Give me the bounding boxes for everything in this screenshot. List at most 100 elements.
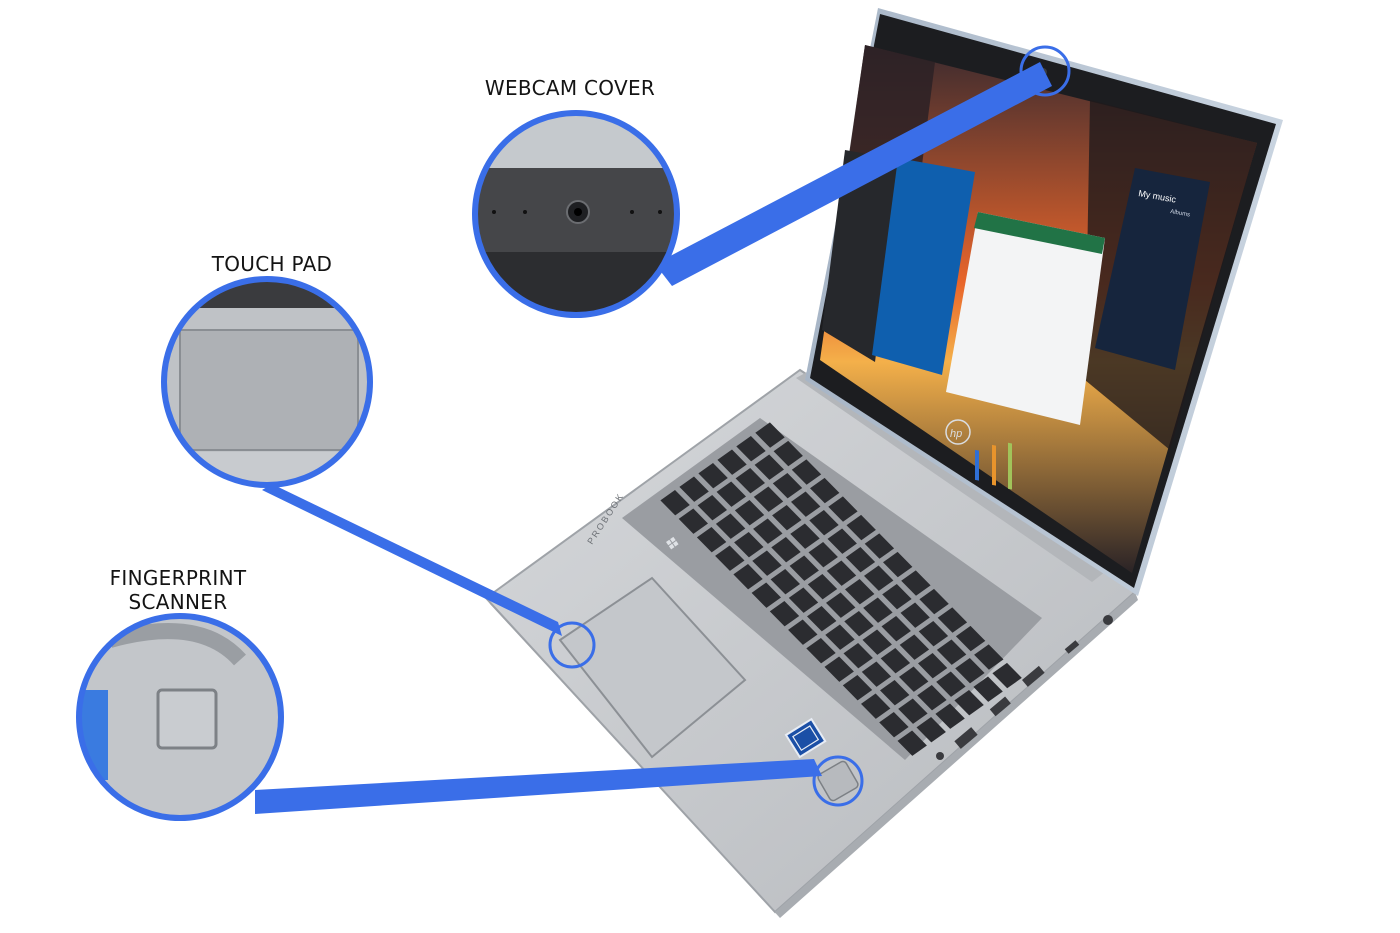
keyboard-key [937,607,968,633]
keyboard-key [678,508,708,534]
keyboard-key [791,459,822,485]
keyboard-key [734,532,764,558]
touchpad [558,576,747,759]
keyboard-key [788,619,818,645]
keyboard-key [827,528,857,554]
webcam-zoom-circle [472,110,680,318]
fingerprint-zoom-circle [76,613,284,821]
hp-logo-icon [945,419,971,445]
keyboard-key [881,616,911,642]
keyboard [622,418,1042,760]
keyboard-key [755,422,785,448]
intel-badge-icon [784,717,827,759]
keyboard-key [791,491,821,517]
keyboard-key [862,629,892,655]
keyboard-key [936,671,966,697]
keyboard-key [864,565,894,591]
side-ports [936,615,1113,760]
keyboard-key [810,477,840,504]
keyboard-key [735,468,765,494]
keyboard-key [917,685,947,711]
laptop-lid: My music Albums hp [805,8,1283,596]
keyboard-key [773,440,803,467]
keyboard-key [880,680,910,706]
keyboard-key [900,602,930,628]
keyboard-key [790,523,820,549]
keyboard-key [771,537,801,563]
fingerprint-scanner-label: FINGERPRINT SCANNER [109,566,247,614]
fingerprint-sensor-icon [817,760,859,802]
keyboard-key [715,513,746,539]
windows-logo-icon [666,536,679,550]
keyboard-key [772,473,803,499]
keyboard-key [733,564,763,590]
keyboard-key [828,496,858,522]
keyboard-key [824,656,854,682]
keyboard-key [936,639,967,665]
keyboard-key [754,454,784,480]
keyboard-key [897,730,927,756]
keyboard-key [716,481,746,507]
key-grid [660,422,1022,756]
keyboard-key [752,550,782,576]
keyboard-key [955,658,985,684]
keyboard-key [845,579,875,605]
callout-connectors [255,62,1052,814]
keyboard-key [808,542,838,568]
keyboard-key [825,624,855,650]
keyboard-key [826,560,857,586]
keyboard-key [954,690,984,716]
keyboard-key [772,505,802,531]
keyboard-key [753,518,783,544]
keyboard-key [992,662,1022,689]
webcam-cover-label: WEBCAM COVER [484,76,656,100]
keyboard-key [846,514,876,541]
keyboard-key [679,476,709,502]
webcam-target-ring [1019,45,1071,97]
fingerprint-target-ring [812,755,864,807]
music-albums-tab: Albums [1170,209,1191,218]
keyboard-key [697,495,727,521]
keyboard-key [898,698,928,724]
keyboard-key [842,675,873,701]
keyboard-key [770,569,800,595]
keyboard-key [734,500,765,526]
keyboard-key [807,574,838,600]
touchpad-target-ring [548,621,596,669]
keyboard-key [901,570,931,596]
keyboard-key [899,666,929,692]
hp-logo-text: hp [950,428,962,440]
keyboard-key [736,436,766,462]
keyboard-key [845,547,876,573]
keyboard-key [844,611,874,637]
spreadsheet-window [946,212,1105,425]
keyboard-key [973,676,1003,702]
keyboard-key [880,648,911,674]
keyboard-key [861,661,892,687]
keyboard-key [935,703,965,729]
music-app-window [1095,168,1210,370]
keyboard-key [809,510,839,536]
keyboard-key [789,555,819,581]
keyboard-key [806,638,836,664]
keyboard-key [843,643,873,669]
keyboard-key [788,587,819,613]
touch-pad-label: TOUCH PAD [211,252,333,276]
keyboard-key [753,486,784,512]
keyboard-key [882,584,912,610]
keyboard-key [717,449,747,475]
keyboard-key [715,545,745,571]
keyboard-key [883,551,913,578]
keyboard-key [826,592,856,618]
keyboard-key [861,693,891,719]
touchpad-zoom-circle [161,276,373,488]
keyboard-key [918,621,949,647]
keyboard-key [698,463,728,489]
keyboard-key [751,582,781,608]
keyboard-key [863,597,893,623]
keyboard-key [864,533,895,559]
keyboard-key [974,644,1004,670]
keyboard-key [769,601,800,627]
keyboard-key [696,527,727,553]
